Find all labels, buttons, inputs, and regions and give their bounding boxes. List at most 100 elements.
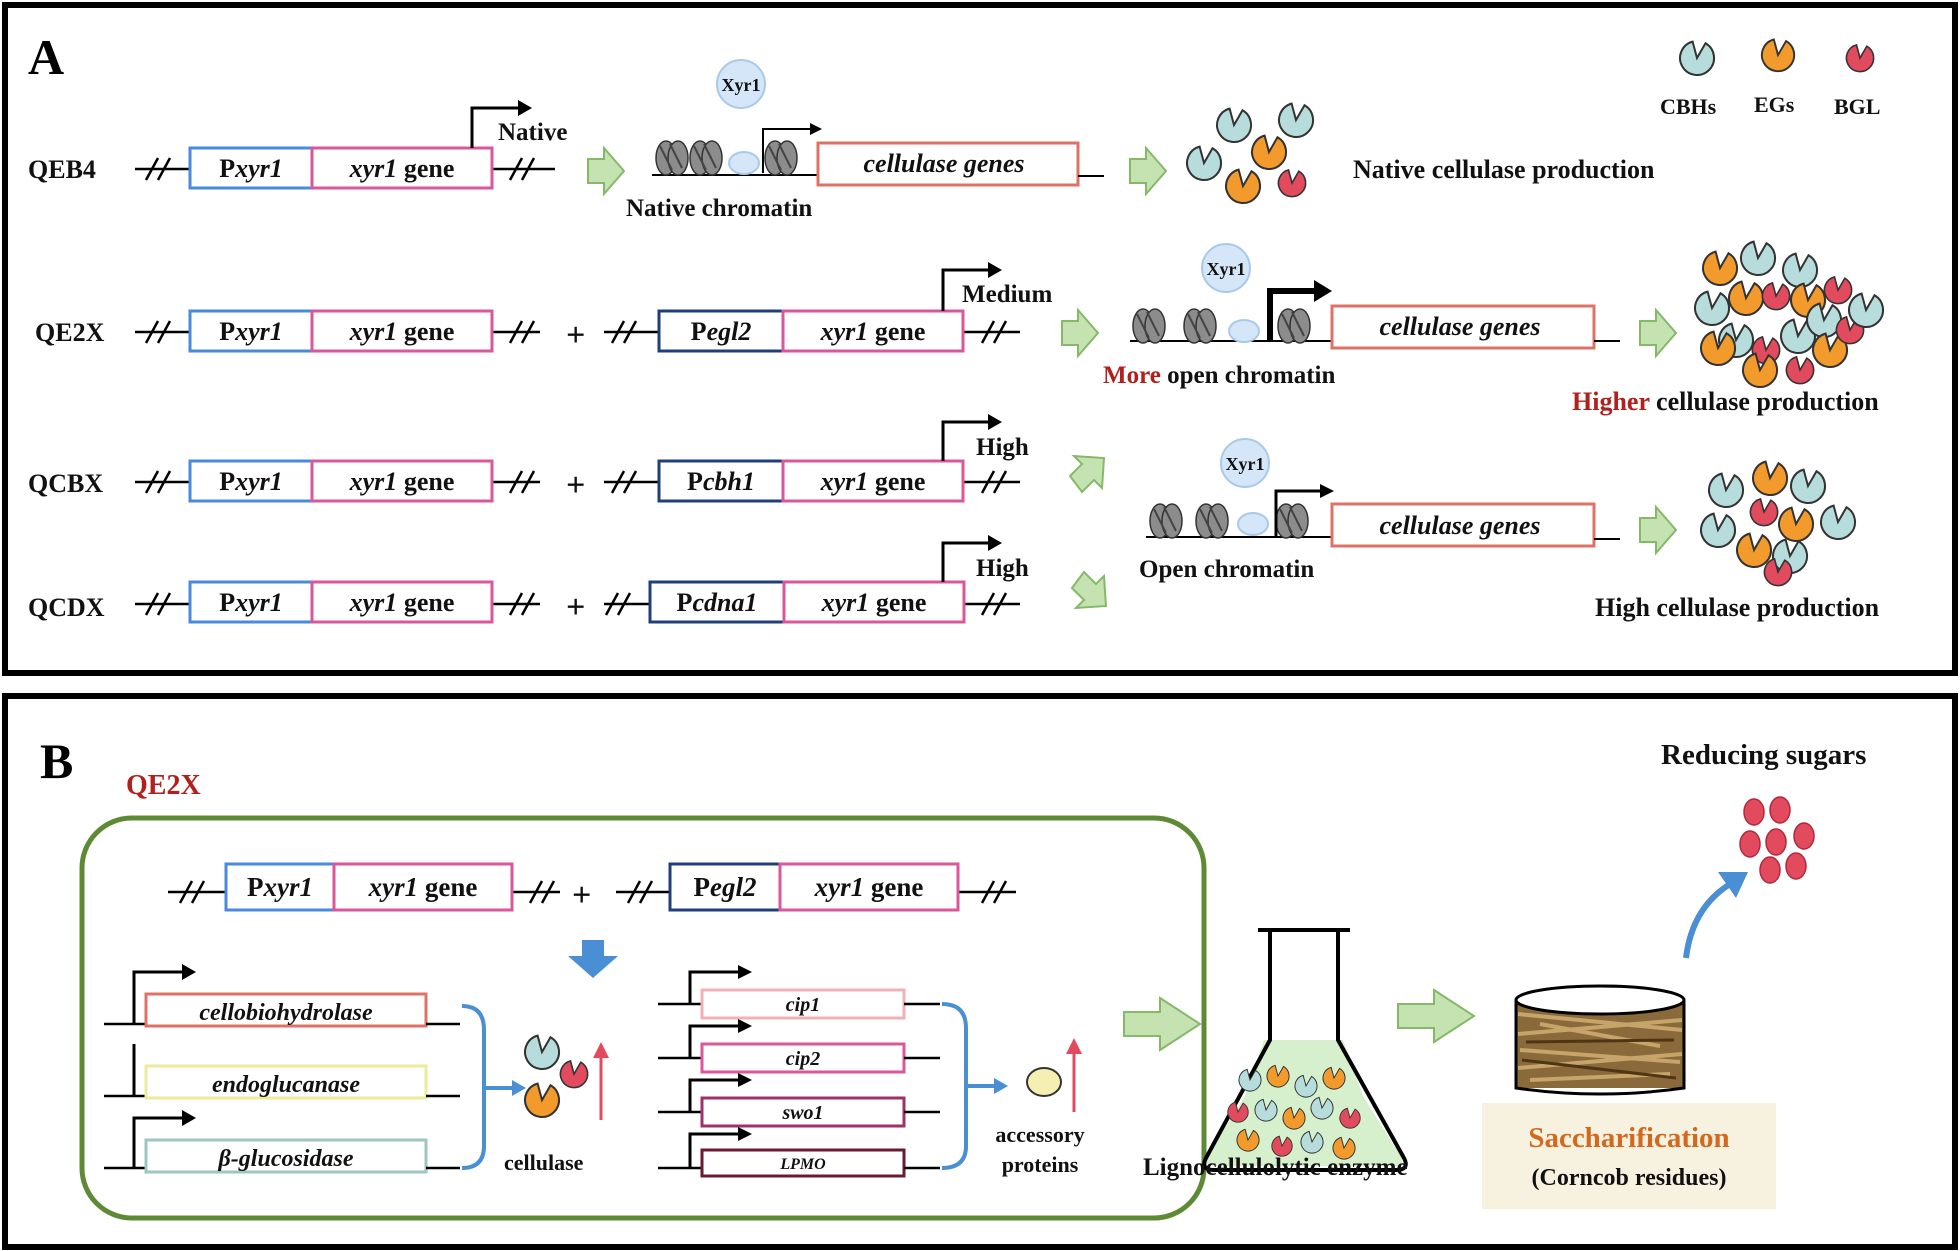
- open-chromatin-shared: Xyr1 cellulase genes Open chromatin High…: [1139, 438, 1880, 622]
- nucleosome-icon: [764, 140, 798, 176]
- arrow-icon: [994, 1078, 1008, 1094]
- dna-break-icon: [178, 880, 556, 904]
- dna-break-icon: [144, 157, 536, 181]
- tss-arrow-icon: [1274, 489, 1322, 537]
- nucleosome-icon: [1183, 308, 1217, 344]
- panel-b-border: [2, 693, 1958, 1250]
- tss-arrow-icon: [688, 1024, 740, 1058]
- gene-cellobiohydrolase: cellobiohydrolase: [199, 1000, 373, 1026]
- native-production-label: Native cellulase production: [1353, 155, 1655, 184]
- row-qe2x: QE2X Pxyr1 xyr1 gene + Pegl2 xyr1 gene M…: [35, 233, 1891, 416]
- sugar-icon: [1765, 828, 1787, 856]
- green-arrow-icon: [587, 145, 626, 197]
- cellulase-genes-label: cellulase genes: [1379, 312, 1540, 341]
- cbh-enzyme-icon: [1672, 33, 1722, 83]
- dna-break-icon: [144, 470, 536, 494]
- plus-sign: +: [566, 467, 585, 504]
- cellulase-gene-group: cellobiohydrolase endoglucanase β-glucos…: [104, 964, 609, 1175]
- tss-arrow-icon: [470, 106, 520, 148]
- flask-icon: [1202, 928, 1408, 1172]
- gene-box: [310, 459, 494, 503]
- nucleosome-icon: [1149, 503, 1183, 539]
- green-arrow-icon: [1068, 454, 1106, 494]
- plus-sign: +: [566, 589, 585, 626]
- xyr1-label: Xyr1: [722, 75, 761, 95]
- cellulase-label: cellulase: [504, 1150, 584, 1175]
- cellulase-genes-label: cellulase genes: [1379, 511, 1540, 540]
- enzyme-cluster: [1179, 95, 1321, 211]
- sugar-icon: [1785, 852, 1807, 880]
- enzyme-legend: CBHs EGs BGL: [1660, 32, 1880, 119]
- strong-promoter-label: Pegl2: [691, 317, 752, 346]
- strength-native: Native: [498, 119, 567, 146]
- accessory-label-line2: proteins: [1002, 1152, 1079, 1177]
- strong-promoter-box: [657, 309, 785, 353]
- dna-break-icon: [610, 320, 1008, 344]
- cellulase-genes-box: [1330, 502, 1596, 548]
- dna-break-icon: [626, 880, 1008, 904]
- plus-sign: +: [566, 317, 585, 354]
- xyr1-tf-icon: [1201, 243, 1251, 293]
- xyr1-label: Xyr1: [1226, 454, 1265, 474]
- promoter-label: Pxyr1: [219, 317, 283, 346]
- cellulase-genes-box: [816, 141, 1080, 187]
- higher-production-label: Higher cellulase production: [1572, 387, 1879, 416]
- promoter-box: [224, 862, 336, 912]
- panel-a-letter: A: [28, 29, 64, 85]
- dna-break-icon: [604, 592, 1008, 616]
- panel-b-construct: Pxyr1 xyr1 gene + Pegl2 xyr1 gene: [168, 862, 1016, 914]
- strength-high: High: [976, 555, 1029, 582]
- sugar-icon: [1739, 830, 1761, 858]
- gene-box: [144, 992, 428, 1028]
- high-production-label: High cellulase production: [1595, 593, 1880, 622]
- gene-label: xyr1 gene: [368, 872, 478, 902]
- gene-label: xyr1 gene: [349, 154, 455, 183]
- strong-tss-arrow-icon: [1267, 288, 1316, 341]
- legend-egs: EGs: [1754, 92, 1795, 117]
- bgl-enzyme-icon: [1840, 38, 1880, 78]
- strain-label-qe2x: QE2X: [35, 318, 105, 347]
- nucleosome-icon: [689, 140, 723, 176]
- legend-cbhs: CBHs: [1660, 94, 1717, 119]
- nucleosome-icon: [1132, 308, 1166, 344]
- gene-box: [310, 580, 494, 624]
- tss-arrow-icon: [941, 541, 990, 582]
- legend-bgl: BGL: [1834, 94, 1880, 119]
- reducing-sugars-label: Reducing sugars: [1661, 739, 1866, 771]
- more-open-chromatin-label: More open chromatin: [1103, 362, 1335, 389]
- corncob-dish-icon: [1514, 984, 1686, 1096]
- green-arrow-icon: [1397, 988, 1476, 1044]
- gene-box: [700, 1148, 906, 1178]
- promoter-box: [188, 459, 314, 503]
- enzyme-cluster: [1687, 233, 1891, 395]
- open-chromatin-label: Open chromatin: [1139, 556, 1314, 583]
- gene-label: xyr1 gene: [820, 317, 926, 346]
- xyr1-tf-icon: [1220, 438, 1270, 488]
- nucleosome-icon: [655, 140, 689, 176]
- gene-box: [332, 862, 514, 912]
- native-chromatin-label: Native chromatin: [626, 195, 812, 222]
- plus-sign: +: [572, 877, 591, 914]
- strength-medium: Medium: [962, 281, 1052, 308]
- strain-label-qcdx: QCDX: [28, 593, 105, 622]
- tss-arrow-icon: [941, 268, 990, 311]
- tss-arrow-icon: [941, 420, 990, 461]
- gene-label: xyr1 gene: [349, 588, 455, 617]
- panel-b-letter: B: [40, 733, 73, 789]
- nucleosome-icon: [1275, 503, 1309, 539]
- sugar-icon: [1759, 856, 1781, 884]
- gene-lpmo: LPMO: [779, 1156, 826, 1173]
- xyr1-tf-icon: [716, 59, 766, 109]
- enzyme-label: Lignocellulolytic enzyme: [1143, 1154, 1408, 1181]
- accessory-protein-icon: [1026, 1067, 1062, 1097]
- gene-box: [700, 1096, 906, 1128]
- green-arrow-icon: [1123, 996, 1202, 1052]
- gene-beta-glucosidase: β-glucosidase: [218, 1146, 354, 1172]
- gene-box: [310, 309, 494, 353]
- sugar-icon: [1769, 796, 1791, 824]
- strong-promoter-label: Pcbh1: [687, 467, 755, 496]
- gene-box: [781, 309, 965, 353]
- down-arrow-icon: [568, 940, 618, 978]
- gene-label: xyr1 gene: [814, 872, 924, 902]
